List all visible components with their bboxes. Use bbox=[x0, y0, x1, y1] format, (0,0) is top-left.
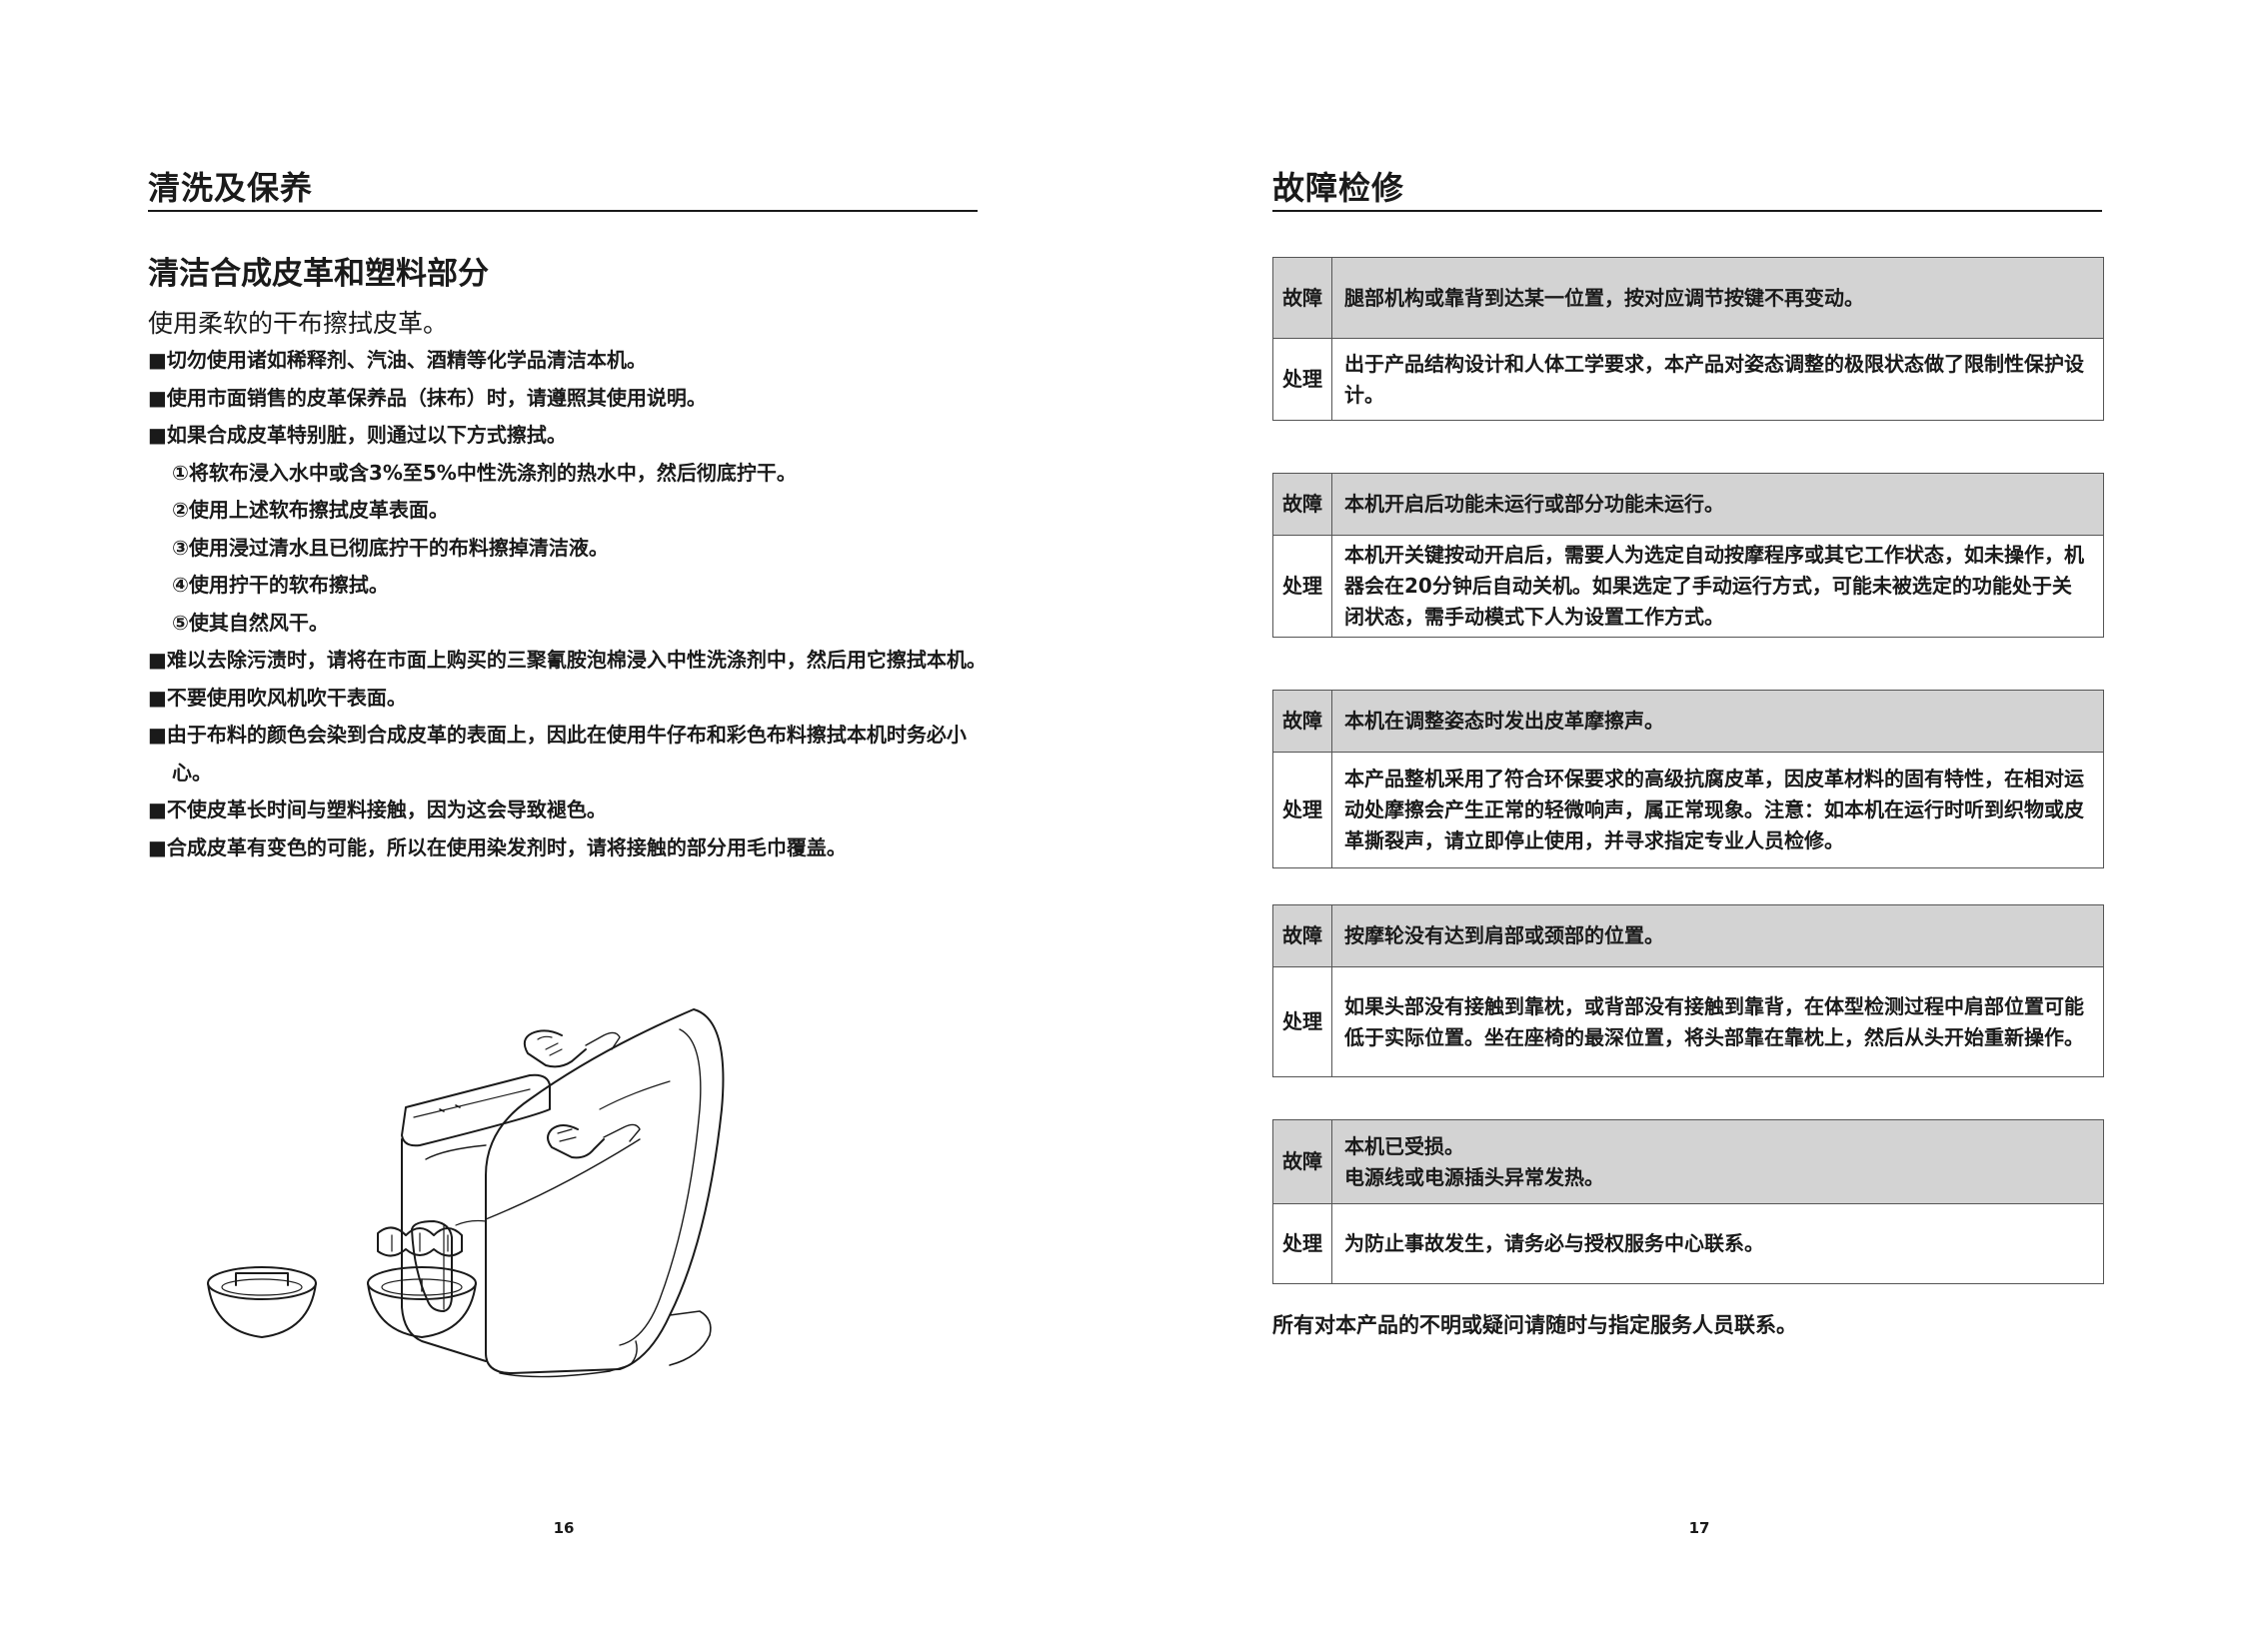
fault-line: 电源线或电源插头异常发热。 bbox=[1344, 1164, 1604, 1189]
lead-text: 使用柔软的干布擦拭皮革。 bbox=[148, 309, 449, 338]
fault-description: 腿部机构或靠背到达某一位置，按对应调节按键不再变动。 bbox=[1331, 257, 2104, 339]
cleaning-illustration bbox=[207, 1008, 725, 1378]
page-number: 17 bbox=[1688, 1519, 1710, 1537]
wrung-cloth-bowl-icon bbox=[367, 1226, 477, 1338]
left-page: 清洗及保养 清洁合成皮革和塑料部分 使用柔软的干布擦拭皮革。 ■切勿使用诸如稀释… bbox=[0, 0, 1120, 1652]
fault-label: 故障 bbox=[1272, 257, 1332, 339]
list-item: ■由于布料的颜色会染到合成皮革的表面上，因此在使用牛仔布和彩色布料擦拭本机时务必… bbox=[148, 723, 967, 785]
fault-table: 故障 本机已受损。 电源线或电源插头异常发热。 处理 为防止事故发生，请务必与授… bbox=[1272, 1119, 2104, 1284]
fault-table: 故障 按摩轮没有达到肩部或颈部的位置。 处理 如果头部没有接触到靠枕，或背部没有… bbox=[1272, 904, 2104, 1077]
fix-label: 处理 bbox=[1272, 966, 1332, 1077]
list-subitem: ②使用上述软布擦拭皮革表面。 bbox=[172, 498, 449, 522]
fault-description: 本机在调整姿态时发出皮革摩擦声。 bbox=[1331, 690, 2104, 753]
list-item: ■不使皮革长时间与塑料接触，因为这会导致褪色。 bbox=[148, 798, 607, 822]
fix-description: 本机开关键按动开启后，需要人为选定自动按摩程序或其它工作状态，如未操作，机器会在… bbox=[1331, 535, 2104, 638]
fault-table: 故障 本机在调整姿态时发出皮革摩擦声。 处理 本产品整机采用了符合环保要求的高级… bbox=[1272, 690, 2104, 868]
section-divider bbox=[148, 210, 978, 212]
fix-description: 出于产品结构设计和人体工学要求，本产品对姿态调整的极限状态做了限制性保护设计。 bbox=[1331, 338, 2104, 421]
fault-description: 本机已受损。 电源线或电源插头异常发热。 bbox=[1331, 1119, 2104, 1204]
fault-label: 故障 bbox=[1272, 690, 1332, 753]
fix-description: 如果头部没有接触到靠枕，或背部没有接触到靠背，在体型检测过程中肩部位置可能低于实… bbox=[1331, 966, 2104, 1077]
fix-label: 处理 bbox=[1272, 338, 1332, 421]
list-subitem: ③使用浸过清水且已彻底拧干的布料擦掉清洁液。 bbox=[172, 535, 609, 560]
cleaning-instructions: ■切勿使用诸如稀释剂、汽油、酒精等化学品清洁本机。 ■使用市面销售的皮革保养品（… bbox=[148, 342, 988, 866]
massage-chair-icon bbox=[401, 1008, 725, 1378]
section-title-cleaning: 清洗及保养 bbox=[148, 169, 314, 207]
fix-label: 处理 bbox=[1272, 1203, 1332, 1284]
list-item: ■不要使用吹风机吹干表面。 bbox=[148, 685, 407, 710]
section-title-troubleshooting: 故障检修 bbox=[1272, 169, 1405, 207]
fault-label: 故障 bbox=[1272, 1119, 1332, 1204]
water-bowl-icon bbox=[207, 1266, 317, 1338]
page-number: 16 bbox=[553, 1519, 575, 1537]
list-item: ■如果合成皮革特别脏，则通过以下方式擦拭。 bbox=[148, 423, 567, 447]
fault-description: 本机开启后功能未运行或部分功能未运行。 bbox=[1331, 473, 2104, 536]
fault-description: 按摩轮没有达到肩部或颈部的位置。 bbox=[1331, 904, 2104, 967]
fix-description: 本产品整机采用了符合环保要求的高级抗腐皮革，因皮革材料的固有特性，在相对运动处摩… bbox=[1331, 752, 2104, 868]
troubleshooting-tables: 故障 腿部机构或靠背到达某一位置，按对应调节按键不再变动。 处理 出于产品结构设… bbox=[1272, 257, 2104, 1284]
subtitle-leather-plastic: 清洁合成皮革和塑料部分 bbox=[148, 256, 489, 292]
fix-label: 处理 bbox=[1272, 752, 1332, 868]
fix-label: 处理 bbox=[1272, 535, 1332, 638]
list-item: ■难以去除污渍时，请将在市面上购买的三聚氰胺泡棉浸入中性洗涤剂中，然后用它擦拭本… bbox=[148, 648, 987, 672]
fault-table: 故障 腿部机构或靠背到达某一位置，按对应调节按键不再变动。 处理 出于产品结构设… bbox=[1272, 257, 2104, 421]
fault-line: 本机已受损。 bbox=[1344, 1133, 1464, 1158]
right-page: 故障检修 故障 腿部机构或靠背到达某一位置，按对应调节按键不再变动。 处理 出于… bbox=[1120, 0, 2241, 1652]
list-subitem: ④使用拧干的软布擦拭。 bbox=[172, 573, 389, 597]
list-subitem: ⑤使其自然风干。 bbox=[172, 610, 329, 635]
list-item: ■切勿使用诸如稀释剂、汽油、酒精等化学品清洁本机。 bbox=[148, 348, 647, 372]
fix-description: 为防止事故发生，请务必与授权服务中心联系。 bbox=[1331, 1203, 2104, 1284]
list-item: ■合成皮革有变色的可能，所以在使用染发剂时，请将接触的部分用毛巾覆盖。 bbox=[148, 834, 847, 859]
fault-label: 故障 bbox=[1272, 473, 1332, 536]
fault-label: 故障 bbox=[1272, 904, 1332, 967]
section-divider bbox=[1272, 210, 2102, 212]
fault-table: 故障 本机开启后功能未运行或部分功能未运行。 处理 本机开关键按动开启后，需要人… bbox=[1272, 473, 2104, 638]
list-item: ■使用市面销售的皮革保养品（抹布）时，请遵照其使用说明。 bbox=[148, 385, 707, 410]
list-subitem: ①将软布浸入水中或含3%至5%中性洗涤剂的热水中，然后彻底拧干。 bbox=[172, 460, 797, 485]
contact-note: 所有对本产品的不明或疑问请随时与指定服务人员联系。 bbox=[1272, 1313, 1797, 1337]
